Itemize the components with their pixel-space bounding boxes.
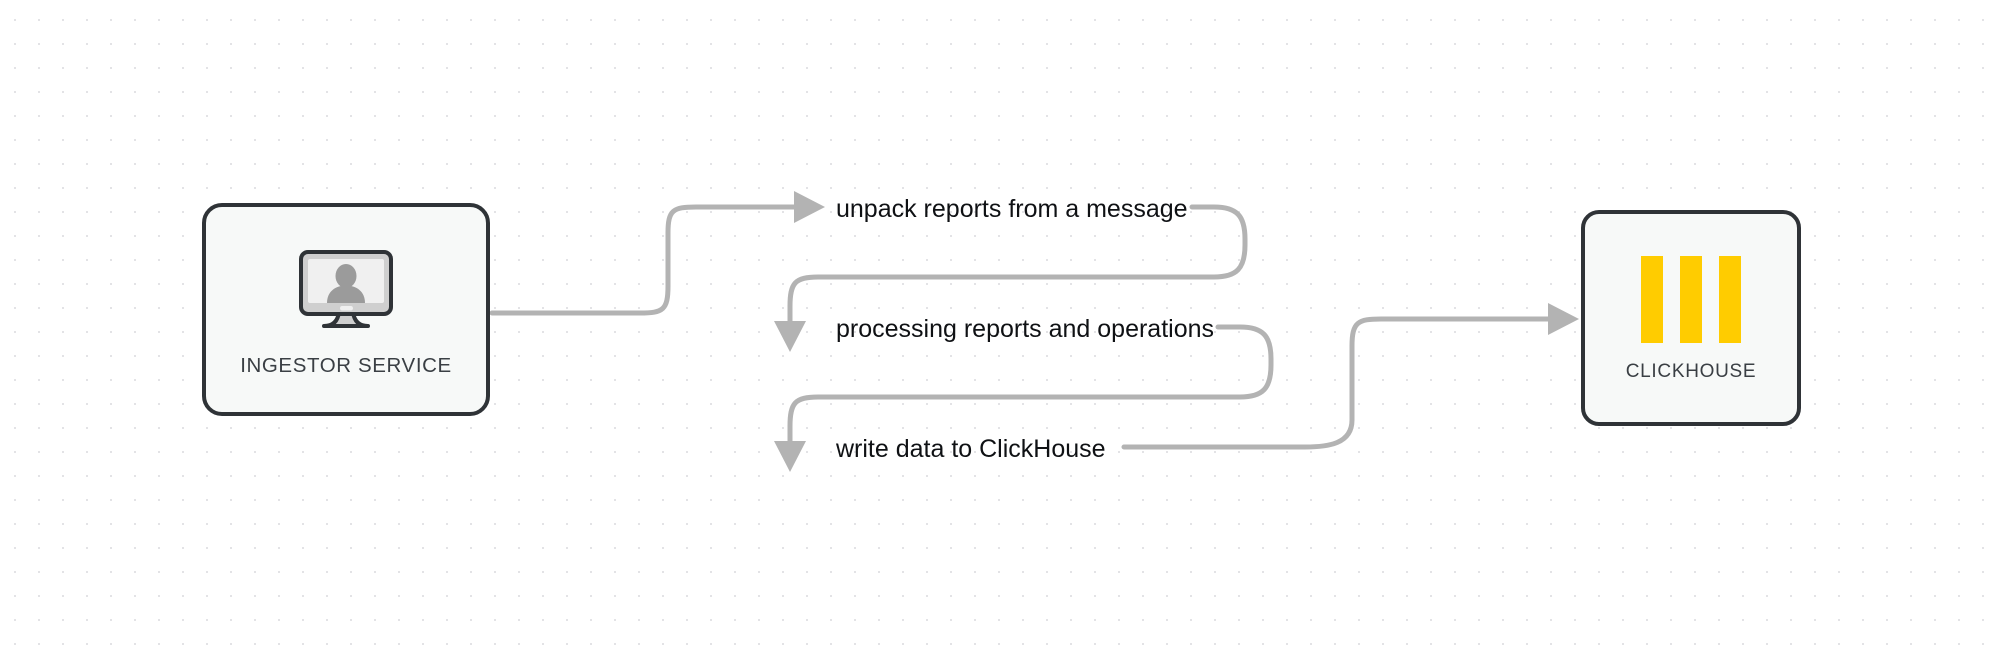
edge-label-write-data: write data to ClickHouse: [836, 435, 1106, 463]
edge-unpack-to-processing: [774, 204, 1248, 352]
edge-write-to-clickhouse: [1121, 302, 1579, 450]
edge-label-processing-reports: processing reports and operations: [836, 315, 1215, 343]
node-clickhouse[interactable]: CLICKHOUSE: [1581, 210, 1801, 426]
clickhouse-bars-icon: [1641, 255, 1741, 343]
node-clickhouse-label: CLICKHOUSE: [1625, 360, 1757, 382]
clickhouse-bar-3: [1719, 255, 1741, 343]
clickhouse-bar-1: [1641, 255, 1663, 343]
edge-ingestor-to-unpack: [489, 190, 825, 316]
node-ingestor-service-label: INGESTOR SERVICE: [240, 353, 452, 377]
clickhouse-bar-2: [1680, 255, 1702, 343]
monitor-user-icon: [296, 246, 396, 340]
edge-processing-to-write: [774, 324, 1274, 472]
edge-label-unpack-reports: unpack reports from a message: [836, 195, 1188, 223]
node-ingestor-service[interactable]: INGESTOR SERVICE: [202, 203, 490, 416]
